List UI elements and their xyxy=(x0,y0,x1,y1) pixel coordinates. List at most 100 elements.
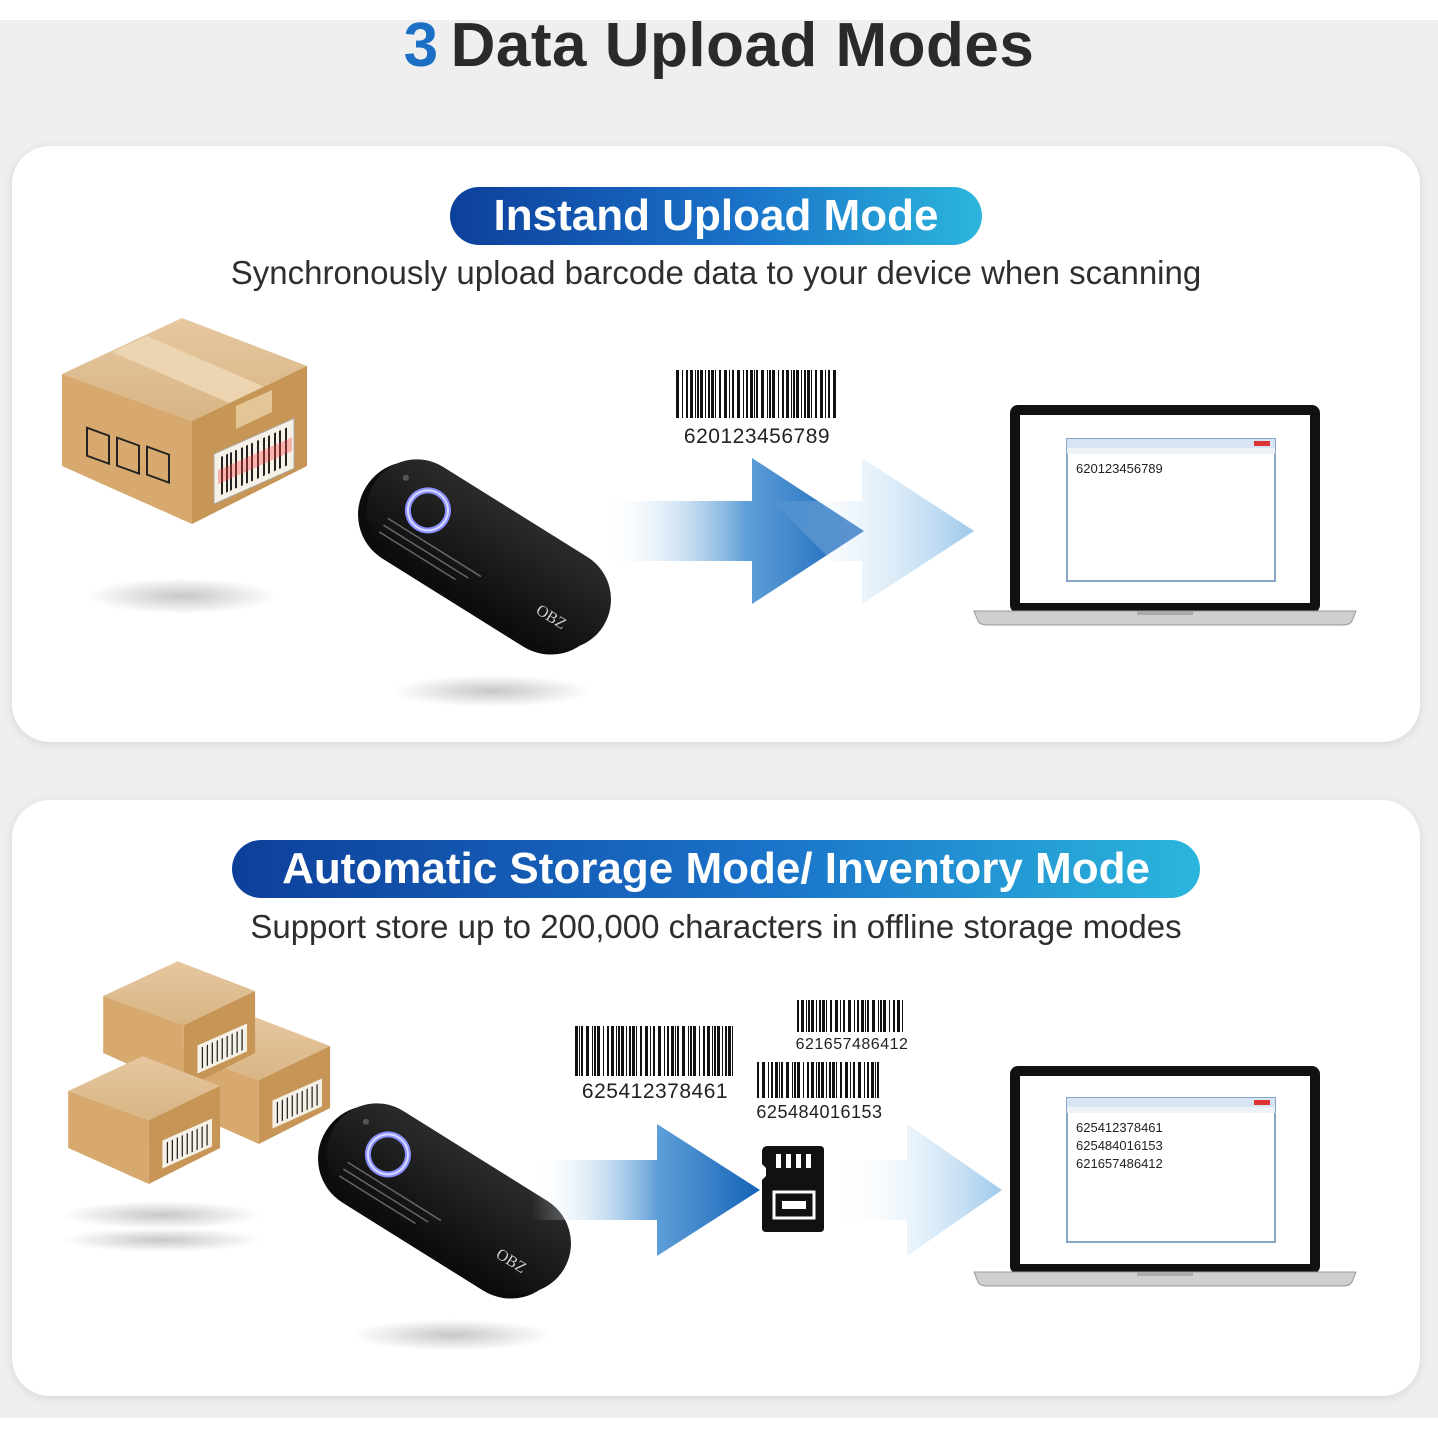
barcode-bar xyxy=(575,1026,578,1076)
laptop-icon xyxy=(973,1066,1357,1287)
barcode-bar xyxy=(843,1000,845,1032)
barcode-bar xyxy=(769,370,771,418)
barcode-bar xyxy=(645,1026,648,1076)
barcode-bar xyxy=(746,370,748,418)
barcode-bar xyxy=(816,1062,817,1098)
barcode-bar xyxy=(737,370,740,418)
barcode-bar xyxy=(803,1062,804,1098)
screen-line: 621657486412 xyxy=(1076,1156,1163,1171)
barcode-icon xyxy=(757,1062,879,1098)
barcode-bar xyxy=(686,370,688,418)
barcode-bar xyxy=(616,1026,617,1076)
barcode-bar xyxy=(825,370,826,418)
barcode-bar xyxy=(700,370,703,418)
title-number: 3 xyxy=(403,11,439,80)
barcode-bar xyxy=(693,1026,696,1076)
barcode-bar xyxy=(902,1000,903,1032)
barcode-bar xyxy=(682,1026,685,1076)
barcode-bar xyxy=(695,370,696,418)
barcode-bar xyxy=(820,370,823,418)
barcode-bar xyxy=(771,1062,773,1098)
barcode-number: 625412378461 xyxy=(581,1080,729,1103)
barcode-bar xyxy=(793,370,795,418)
barcode-bar xyxy=(865,1000,866,1032)
barcode-bar xyxy=(778,370,779,418)
barcode-bar xyxy=(878,1000,879,1032)
barcode-bar xyxy=(806,1000,807,1032)
barcode-bar xyxy=(750,370,753,418)
barcode-bar xyxy=(697,370,699,418)
instant-upload-panel: Instand Upload Mode Synchronously upload… xyxy=(12,146,1420,742)
barcode-bar xyxy=(592,1026,593,1076)
barcode-bar xyxy=(611,1026,614,1076)
barcode-bar xyxy=(653,1026,655,1076)
barcode-bar xyxy=(861,1000,864,1032)
barcode-bar xyxy=(711,370,714,418)
barcode-bar xyxy=(781,1062,783,1098)
barcode-bar xyxy=(703,1026,705,1076)
barcode-bar xyxy=(822,1000,825,1032)
barcode-bar xyxy=(840,1062,842,1098)
barcode-bar xyxy=(828,370,830,418)
barcode-bar xyxy=(893,1000,895,1032)
barcode-bar xyxy=(675,1026,676,1076)
barcode-bar xyxy=(629,1026,631,1076)
barcode-bar xyxy=(871,1062,874,1098)
barcode-bar xyxy=(857,1000,859,1032)
barcode-bar xyxy=(607,1026,609,1076)
barcode-bar xyxy=(722,1026,723,1076)
barcode-bar xyxy=(794,1062,796,1098)
screen-line: 625484016153 xyxy=(1076,1138,1163,1153)
barcode-bar xyxy=(804,370,806,418)
screen-line: 625412378461 xyxy=(1076,1120,1163,1135)
barcode-bar xyxy=(699,1026,700,1076)
barcode-bar xyxy=(729,370,730,418)
barcode-bar xyxy=(775,1062,778,1098)
barcode-bar xyxy=(658,1026,661,1076)
barcode-bar xyxy=(640,1026,642,1076)
mode-description-storage: Support store up to 200,000 characters i… xyxy=(250,908,1182,945)
mode-pill-storage: Automatic Storage Mode/ Inventory Mode xyxy=(232,840,1200,898)
barcode-bar xyxy=(768,1062,769,1098)
barcode-bar xyxy=(786,370,789,418)
barcode-bar xyxy=(594,1026,596,1076)
barcode-bar xyxy=(712,1026,713,1076)
barcode-bar xyxy=(840,1000,841,1032)
barcode-bar xyxy=(779,1062,780,1098)
barcode-bar xyxy=(872,1000,875,1032)
barcode-bar xyxy=(782,370,784,418)
barcode-bar xyxy=(677,1026,679,1076)
barcode-bar xyxy=(796,370,799,418)
barcode-bar xyxy=(581,1026,583,1076)
barcode-bar xyxy=(819,1000,821,1032)
barcode-bar xyxy=(897,1000,900,1032)
barcode-bar xyxy=(875,1062,876,1098)
storage-mode-panel: Automatic Storage Mode/ Inventory Mode S… xyxy=(12,800,1420,1396)
barcode-bar xyxy=(792,1062,793,1098)
barcode-bar xyxy=(854,1000,855,1032)
barcode-bar xyxy=(708,370,710,418)
barcode-bar xyxy=(786,1062,789,1098)
barcode-bar xyxy=(830,1000,832,1032)
barcode-bar xyxy=(797,1000,799,1032)
barcode-bar xyxy=(829,1062,831,1098)
mode-description-instant: Synchronously upload barcode data to you… xyxy=(230,254,1202,291)
barcode-bar xyxy=(690,1026,692,1076)
barcode-bar xyxy=(811,370,812,418)
barcode-bar xyxy=(676,370,679,418)
barcode-bar xyxy=(671,1026,674,1076)
barcode-bar xyxy=(864,1062,865,1098)
barcode-bar xyxy=(853,1062,855,1098)
barcode-bar xyxy=(682,370,683,418)
barcode-bar xyxy=(714,1026,716,1076)
barcode-bar xyxy=(816,1000,817,1032)
laptop-icon xyxy=(973,405,1357,626)
barcode-bar xyxy=(867,1062,869,1098)
cardboard-box-icon xyxy=(62,318,307,614)
sd-card-icon xyxy=(762,1146,824,1232)
title-text: Data Upload Modes xyxy=(450,11,1035,80)
barcode-bar xyxy=(826,1062,827,1098)
barcode-bar xyxy=(772,370,775,418)
barcode-icon xyxy=(575,1026,733,1076)
